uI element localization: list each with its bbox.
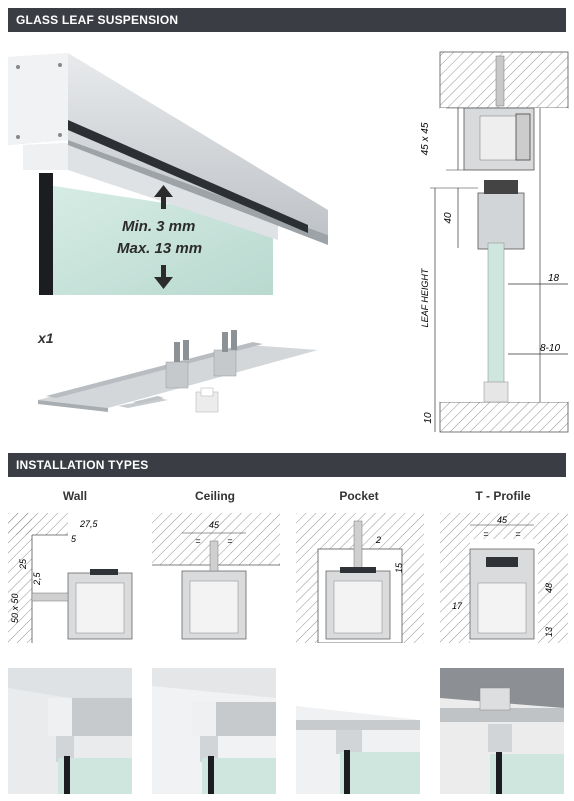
dim-leaf-height: LEAF HEIGHT xyxy=(420,267,430,327)
type-label-t-profile: T - Profile xyxy=(475,489,531,503)
wall-dim-b: 5 xyxy=(71,534,77,544)
t-profile-install-photo xyxy=(440,668,564,794)
up-arrow-icon xyxy=(154,185,173,209)
ceiling-eq-2: = xyxy=(227,536,232,546)
min-gap-label: Min. 3 mm xyxy=(122,218,196,235)
rail-hero-render xyxy=(8,53,328,295)
wall-dim-d: 2,5 xyxy=(32,571,42,586)
pocket-dim-b: 15 xyxy=(394,562,404,573)
type-label-pocket: Pocket xyxy=(339,489,379,503)
pocket-install-photo xyxy=(296,668,420,794)
pocket-dim-a: 2 xyxy=(375,535,381,545)
pocket-install-diagram: 2 15 xyxy=(296,513,424,643)
tprofile-eq-1: = xyxy=(483,529,488,539)
t-profile-install-diagram: 45 = = 48 17 13 xyxy=(440,513,568,643)
tprofile-dim-a: 45 xyxy=(497,515,508,525)
tprofile-dim-c: 17 xyxy=(452,601,463,611)
wall-install-photo xyxy=(8,668,132,794)
section-header-installation-types: INSTALLATION TYPES xyxy=(8,453,566,477)
tprofile-dim-b: 48 xyxy=(544,583,554,593)
ceiling-install-photo xyxy=(152,668,276,794)
dim-40: 40 xyxy=(443,212,454,224)
section-header-glass-leaf: GLASS LEAF SUSPENSION xyxy=(8,8,566,32)
dim-18: 18 xyxy=(548,273,560,284)
max-gap-label: Max. 13 mm xyxy=(117,240,203,257)
type-label-wall: Wall xyxy=(62,489,88,503)
section-title: GLASS LEAF SUSPENSION xyxy=(16,13,179,27)
dim-10: 10 xyxy=(423,412,434,424)
ceiling-dim-a: 45 xyxy=(209,520,220,530)
kit-quantity: x1 xyxy=(38,330,54,346)
tprofile-eq-2: = xyxy=(515,529,520,539)
wall-dim-a: 27,5 xyxy=(79,519,99,529)
kit-contents-render xyxy=(38,330,318,413)
dim-45x45: 45 x 45 xyxy=(420,122,431,155)
wall-install-diagram: 27,5 5 25 2,5 50 x 50 xyxy=(8,513,133,643)
wall-dim-c: 25 xyxy=(18,558,28,570)
dim-8-10: 8-10 xyxy=(540,343,560,354)
wall-dim-e: 50 x 50 xyxy=(10,593,20,623)
down-arrow-icon xyxy=(154,265,173,289)
type-label-ceiling: Ceiling xyxy=(194,489,235,503)
section-title: INSTALLATION TYPES xyxy=(16,458,149,472)
ceiling-install-diagram: 45 = = xyxy=(152,513,280,640)
section-diagram: 45 x 45 40 LEAF HEIGHT 18 8-10 10 xyxy=(420,51,569,433)
ceiling-eq-1: = xyxy=(195,536,200,546)
tprofile-dim-d: 13 xyxy=(544,627,554,637)
